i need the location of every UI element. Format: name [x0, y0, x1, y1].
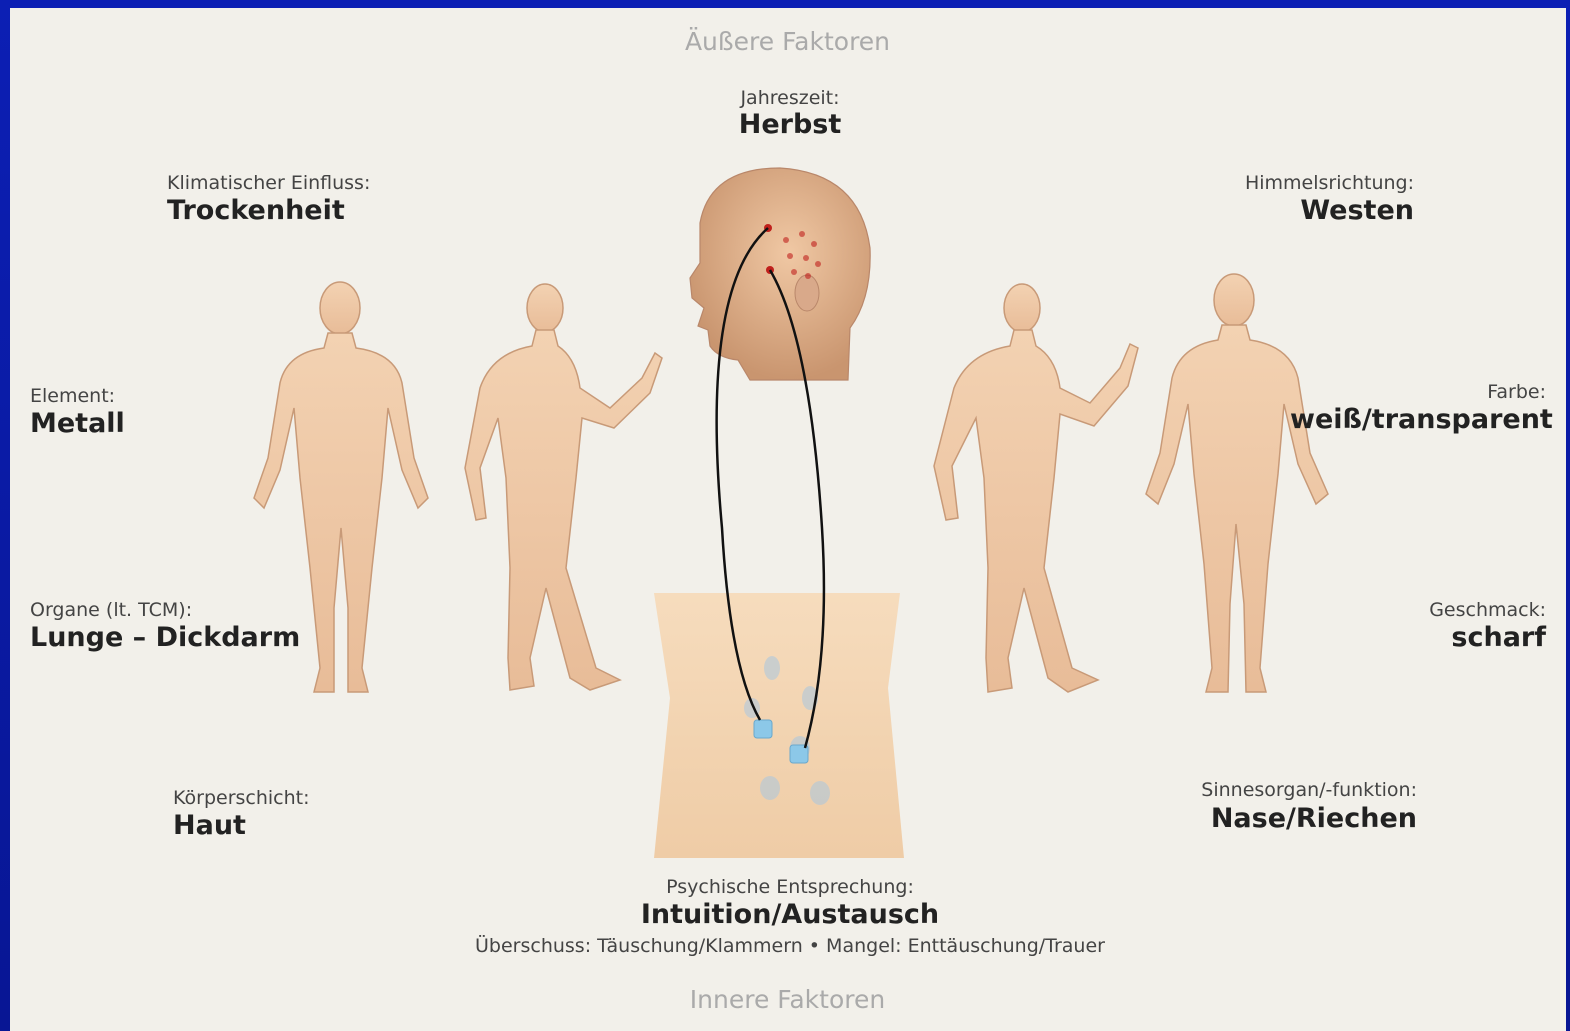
element-value: Metall: [30, 408, 125, 439]
figure-side-right: [934, 284, 1138, 692]
climate-value: Trockenheit: [167, 195, 345, 226]
diagram-panel: Äußere Faktoren Innere Faktoren Jahresze…: [10, 8, 1566, 1031]
psyche-value: Intuition/Austausch: [590, 899, 990, 930]
taste-label: Geschmack:: [1340, 600, 1546, 622]
header-outer-factors: Äußere Faktoren: [650, 28, 925, 57]
sense-label: Sinnesorgan/-funktion:: [1130, 780, 1417, 802]
organs-label: Organe (lt. TCM):: [30, 600, 192, 622]
taste-value: scharf: [1340, 622, 1546, 653]
header-inner-factors: Innere Faktoren: [655, 986, 920, 1015]
color-label: Farbe:: [1290, 382, 1546, 404]
element-label: Element:: [30, 386, 115, 408]
season-label: Jahreszeit:: [700, 88, 880, 110]
season-value: Herbst: [700, 109, 880, 140]
climate-label: Klimatischer Einfluss:: [167, 173, 370, 195]
organs-value: Lunge – Dickdarm: [30, 622, 300, 653]
color-value: weiß/transparent: [1290, 404, 1546, 435]
body-layer-value: Haut: [173, 810, 246, 841]
direction-value: Westen: [1160, 195, 1414, 226]
figure-side-left: [465, 284, 662, 690]
psyche-detail: Überschuss: Täuschung/Klammern • Mangel:…: [430, 936, 1150, 958]
direction-label: Himmelsrichtung:: [1160, 173, 1414, 195]
sense-value: Nase/Riechen: [1130, 803, 1417, 834]
head-profile: [690, 168, 870, 380]
psyche-label: Psychische Entsprechung:: [590, 877, 990, 899]
abdomen-panel: [654, 593, 904, 858]
figure-back: [1146, 274, 1328, 692]
body-layer-label: Körperschicht:: [173, 788, 310, 810]
